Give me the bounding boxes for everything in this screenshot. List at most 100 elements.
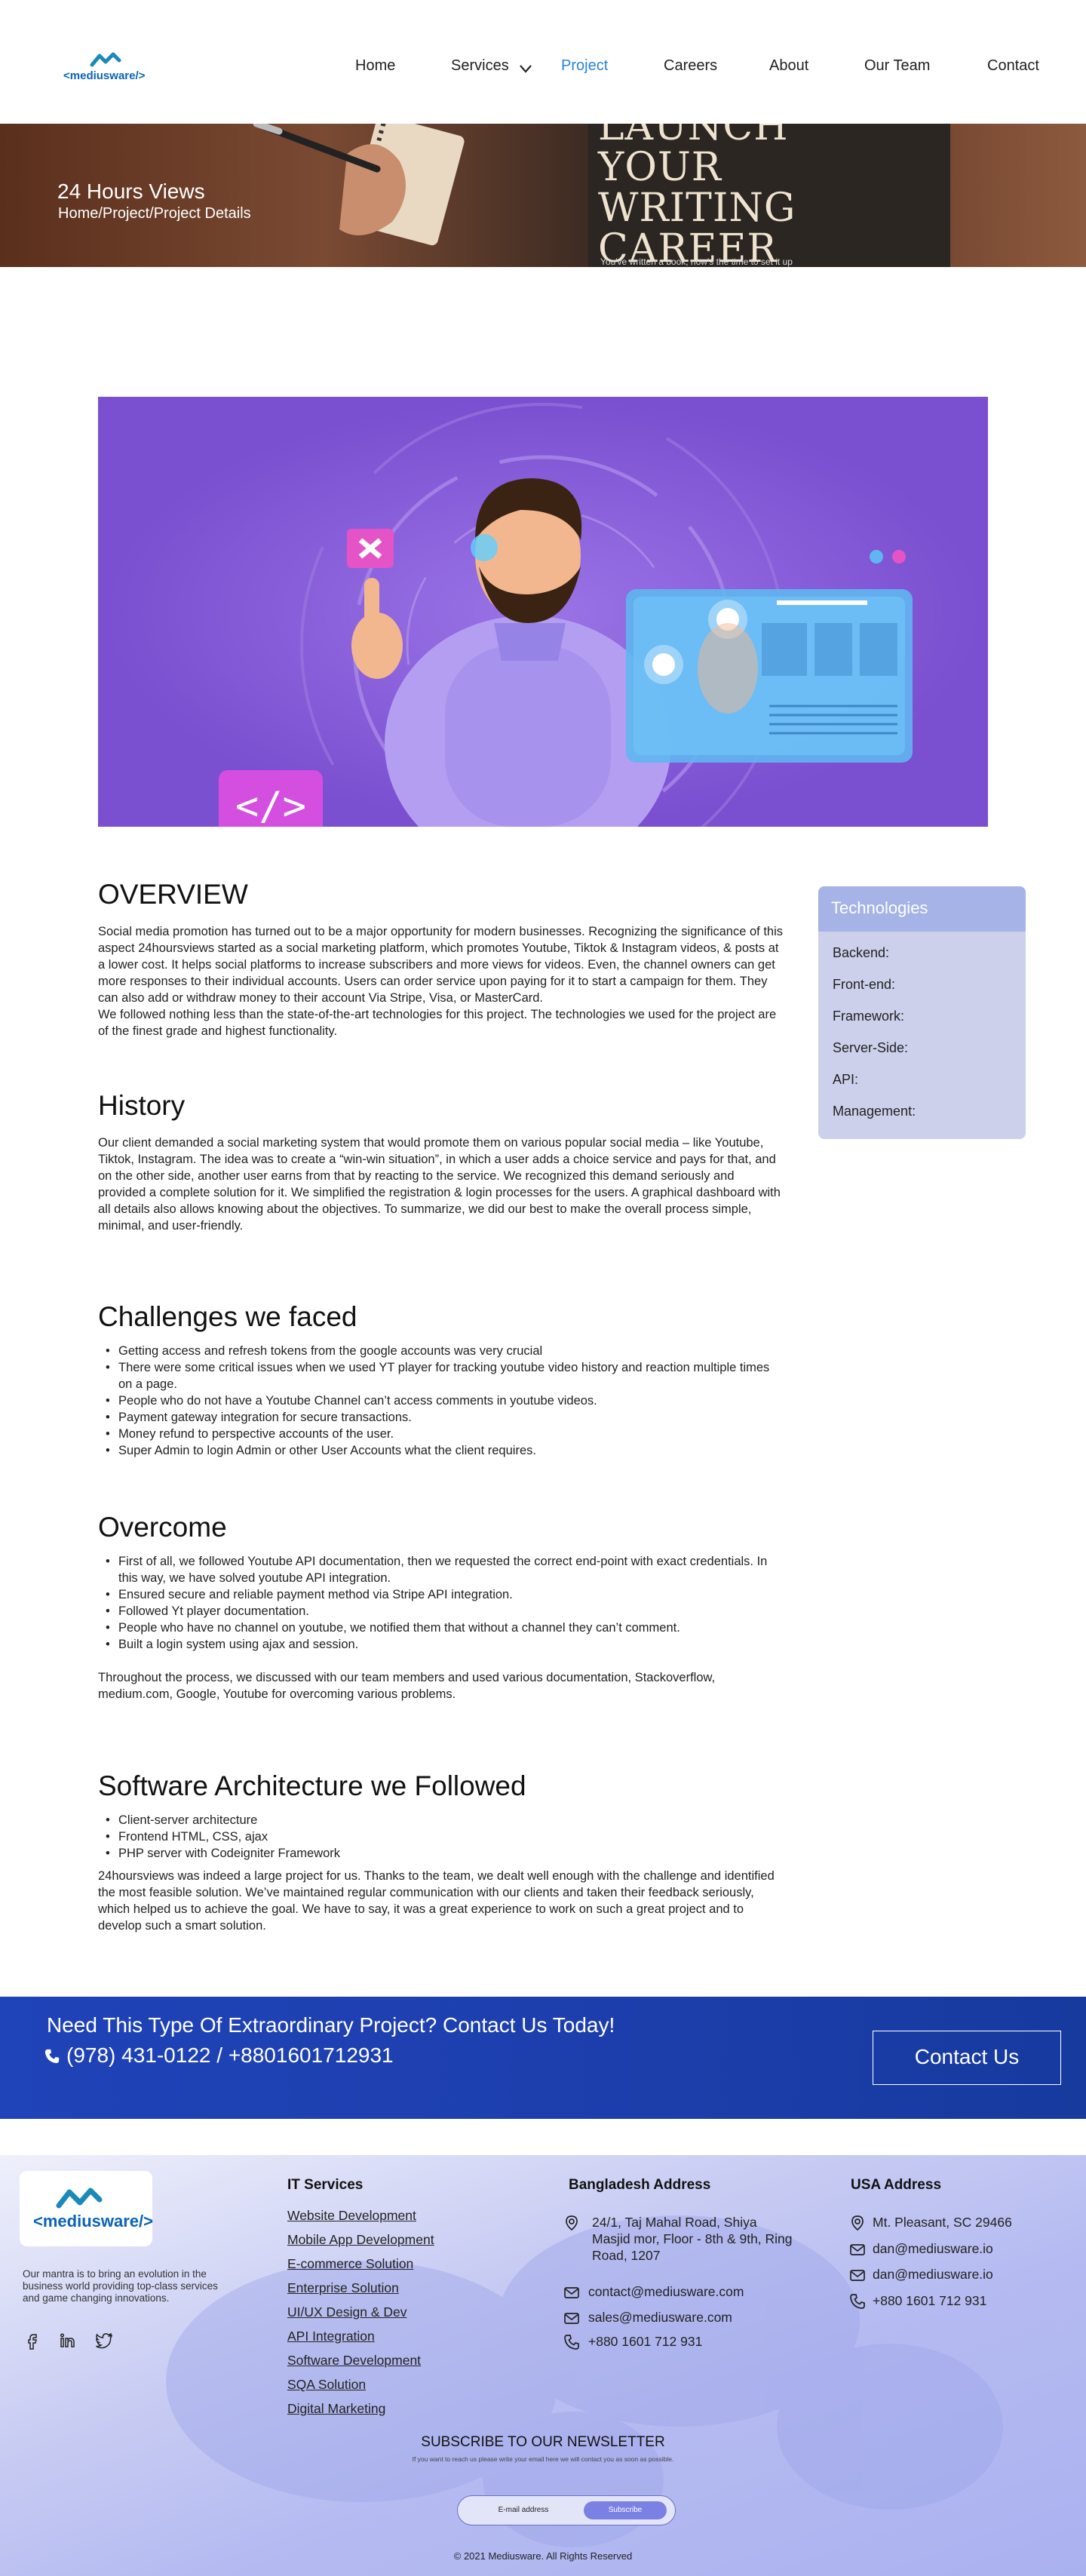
contact-us-button[interactable]: Contact Us: [873, 2031, 1061, 2085]
world-map-background: [166, 2215, 1003, 2547]
list-item: Payment gateway integration for secure t…: [98, 1409, 784, 1426]
nav-home[interactable]: Home: [355, 57, 396, 74]
cta-phone[interactable]: (978) 431-0122 / +8801601712931: [66, 2043, 394, 2067]
tech-row: Server-Side:: [833, 1040, 909, 1055]
bd-email-sales[interactable]: sales@mediusware.com: [588, 2310, 732, 2325]
twitter-icon[interactable]: [94, 2331, 114, 2350]
newsletter-subtitle: If you want to reach us please write you…: [412, 2455, 674, 2463]
list-item: Built a login system using ajax and sess…: [98, 1636, 784, 1653]
tech-row: Front-end:: [833, 977, 896, 992]
phone-icon: [44, 2049, 60, 2064]
contact-cta-banner: Need This Type Of Extraordinary Project?…: [0, 1997, 1086, 2119]
list-item: Getting access and refresh tokens from t…: [98, 1343, 784, 1359]
hero-banner: LAUNCH YOUR WRITING CAREER You've writte…: [0, 124, 1086, 267]
copyright: © 2021 Mediusware. All Rights Reserved: [453, 2550, 633, 2562]
technologies-title: Technologies: [818, 886, 1026, 932]
footer-link-enterprise[interactable]: Enterprise Solution: [287, 2280, 399, 2295]
mail-icon: [564, 2287, 579, 2298]
tech-row: Management:: [833, 1104, 916, 1119]
nav-services[interactable]: Services: [451, 57, 509, 74]
nav-about[interactable]: About: [769, 57, 809, 74]
tech-row: Backend:: [833, 945, 890, 960]
nav-careers[interactable]: Careers: [664, 57, 718, 74]
usa-address: Mt. Pleasant, SC 29466: [873, 2215, 1012, 2230]
list-item: Client-server architecture: [98, 1812, 784, 1828]
main-menu: Home Services Project Careers About Our …: [0, 57, 1086, 80]
footer-link-ecommerce[interactable]: E-commerce Solution: [287, 2256, 414, 2271]
overcome-text: Throughout the process, we discussed wit…: [98, 1671, 716, 1701]
list-item: Followed Yt player documentation.: [98, 1603, 784, 1620]
phone-icon: [850, 2294, 865, 2309]
footer-logo-text: <mediusware/>: [33, 2212, 153, 2231]
usa-email[interactable]: dan@mediusware.io: [873, 2241, 993, 2256]
overview-text: Social media promotion has turned out to…: [98, 925, 784, 1005]
developer-illustration-image: </>: [98, 397, 988, 827]
footer-logo[interactable]: <mediusware/>: [20, 2171, 153, 2246]
architecture-text: 24hoursviews was indeed a large project …: [98, 1869, 775, 1933]
hero-image-line: LAUNCH: [598, 124, 789, 149]
nav-contact[interactable]: Contact: [987, 57, 1039, 74]
usa-email-2[interactable]: dan@mediusware.io: [873, 2267, 993, 2282]
list-item: First of all, we followed Youtube API do…: [98, 1553, 784, 1586]
location-pin-icon: [851, 2215, 864, 2231]
list-item: There were some critical issues when we …: [98, 1359, 784, 1392]
bd-email-contact[interactable]: contact@mediusware.com: [588, 2284, 744, 2299]
footer-bd-title: Bangladesh Address: [569, 2177, 711, 2193]
nav-project[interactable]: Project: [561, 57, 609, 74]
footer-link-mobile-app[interactable]: Mobile App Development: [287, 2232, 434, 2247]
usa-phone[interactable]: +880 1601 712 931: [873, 2293, 987, 2308]
facebook-icon[interactable]: [23, 2331, 42, 2350]
breadcrumb[interactable]: Home/Project/Project Details: [58, 205, 251, 222]
footer-about: Our mantra is to bring an evolution in t…: [23, 2268, 218, 2304]
chevron-down-icon[interactable]: [517, 60, 534, 77]
top-nav: <mediusware/> Home Services Project Care…: [0, 0, 1086, 124]
logo-text: <mediusware/>: [63, 69, 146, 82]
tech-row: API:: [833, 1072, 859, 1087]
project-illustration: </>: [98, 397, 988, 827]
footer-link-api[interactable]: API Integration: [287, 2329, 375, 2344]
overview-text-2: We followed nothing less than the state-…: [98, 1008, 777, 1038]
newsletter-form: E-mail address Subscribe: [457, 2495, 676, 2525]
overview-section: OVERVIEW Social media promotion has turn…: [98, 878, 784, 1039]
overview-heading: OVERVIEW: [98, 879, 248, 910]
history-text: Our client demanded a social marketing s…: [98, 1136, 781, 1233]
overcome-heading: Overcome: [98, 1512, 227, 1543]
list-item: PHP server with Codeigniter Framework: [98, 1845, 784, 1862]
footer-link-sqa[interactable]: SQA Solution: [287, 2377, 367, 2392]
svg-text:</>: </>: [235, 784, 306, 827]
list-item: People who have no channel on youtube, w…: [98, 1620, 784, 1636]
footer: <mediusware/> Our mantra is to bring an …: [0, 2155, 1086, 2576]
list-item: Frontend HTML, CSS, ajax: [98, 1828, 784, 1845]
phone-icon: [564, 2335, 579, 2350]
challenges-section: Challenges we faced Getting access and r…: [98, 1300, 784, 1459]
hero-image-line: CAREER: [598, 226, 778, 267]
footer-link-software[interactable]: Software Development: [287, 2353, 422, 2368]
page-title: 24 Hours Views: [57, 180, 205, 203]
list-item: Money refund to perspective accounts of …: [98, 1426, 784, 1442]
hero-image-line: YOUR: [598, 145, 722, 190]
mail-icon: [850, 2244, 865, 2255]
cta-title: Need This Type Of Extraordinary Project?…: [47, 2013, 615, 2037]
subscribe-button[interactable]: Subscribe: [584, 2501, 667, 2519]
hand-writing-image: [253, 124, 465, 246]
list-item: Super Admin to login Admin or other User…: [98, 1442, 784, 1459]
newsletter-email-input[interactable]: E-mail address: [498, 2506, 549, 2514]
newsletter-title: SUBSCRIBE TO OUR NEWSLETTER: [421, 2434, 665, 2450]
history-heading: History: [98, 1090, 186, 1121]
logo[interactable]: <mediusware/>: [63, 51, 161, 84]
bd-phone[interactable]: +880 1601 712 931: [588, 2334, 703, 2349]
linkedin-icon[interactable]: [58, 2331, 78, 2350]
hero-image-line: WRITING: [598, 186, 796, 231]
footer-link-website-development[interactable]: Website Development: [287, 2208, 416, 2223]
footer-link-digital-marketing[interactable]: Digital Marketing: [287, 2401, 386, 2416]
architecture-section: Software Architecture we Followed Client…: [98, 1770, 784, 1934]
technologies-card: Technologies Backend: Front-end: Framewo…: [818, 886, 1026, 1139]
location-pin-icon: [566, 2215, 578, 2231]
overcome-section: Overcome First of all, we followed Youtu…: [98, 1511, 784, 1702]
tech-row: Framework:: [833, 1009, 905, 1024]
nav-our-team[interactable]: Our Team: [864, 57, 931, 74]
challenges-heading: Challenges we faced: [98, 1301, 357, 1332]
list-item: Ensured secure and reliable payment meth…: [98, 1586, 784, 1603]
footer-link-uiux[interactable]: UI/UX Design & Dev: [287, 2304, 407, 2320]
list-item: People who do not have a Youtube Channel…: [98, 1392, 784, 1409]
